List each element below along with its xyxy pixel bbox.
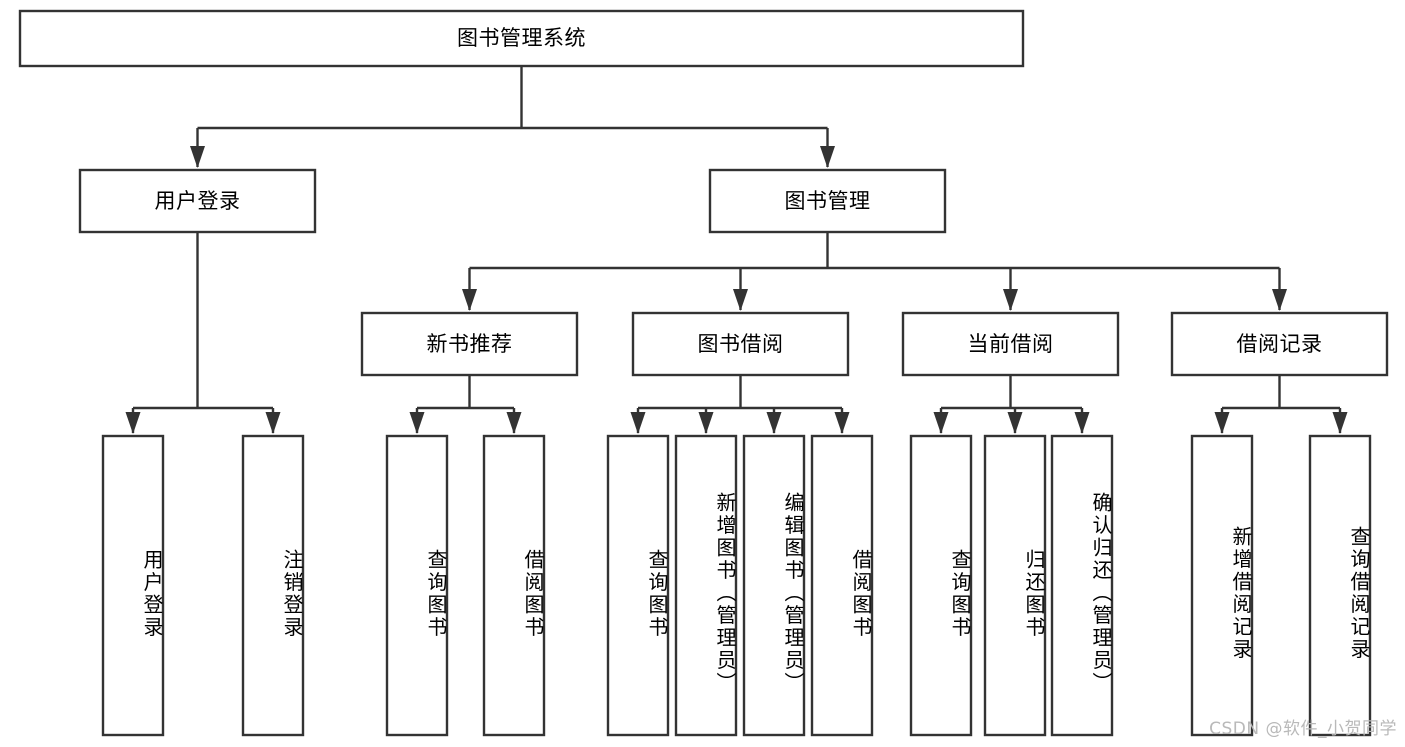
node-leaf-user-logout[interactable]: [243, 436, 303, 735]
node-box-leaf-br-query-record[interactable]: [1308, 434, 1372, 737]
node-box-current-borrow[interactable]: [901, 311, 1120, 377]
node-leaf-bb-borrow-book[interactable]: [812, 436, 872, 735]
edge-layer: [125, 66, 1348, 434]
edge-arrowhead: [834, 412, 850, 434]
edge-arrowhead: [698, 412, 714, 434]
edge-arrowhead: [125, 412, 141, 434]
node-book-borrow[interactable]: [633, 313, 848, 375]
node-box-leaf-bb-query-book[interactable]: [606, 434, 670, 737]
node-leaf-cb-confirm-return[interactable]: [1052, 436, 1112, 735]
node-leaf-rec-query-book[interactable]: [387, 436, 447, 735]
edge-arrowhead: [506, 412, 522, 434]
edge-arrowhead: [190, 146, 205, 168]
node-leaf-br-query-record[interactable]: [1310, 436, 1370, 735]
edge-arrowhead: [733, 289, 748, 311]
node-box-user-login[interactable]: [78, 168, 317, 234]
node-box-leaf-rec-query-book[interactable]: [385, 434, 449, 737]
node-leaf-rec-borrow-book[interactable]: [484, 436, 544, 735]
box-layer: [18, 9, 1389, 737]
watermark-text: CSDN @软件_小贺同学: [1209, 719, 1397, 739]
edge-arrowhead: [933, 412, 949, 434]
edge-arrowhead: [820, 146, 835, 168]
edge-arrowhead: [462, 289, 477, 311]
node-box-leaf-rec-borrow-book[interactable]: [482, 434, 546, 737]
node-box-borrow-record[interactable]: [1170, 311, 1389, 377]
node-box-book-borrow[interactable]: [631, 311, 850, 377]
node-box-leaf-user-logout[interactable]: [241, 434, 305, 737]
node-box-leaf-cb-query-book[interactable]: [909, 434, 973, 737]
node-box-leaf-cb-confirm-return[interactable]: [1050, 434, 1114, 737]
node-book-management[interactable]: [710, 170, 945, 232]
edge-arrowhead: [1332, 412, 1348, 434]
node-leaf-bb-add-book[interactable]: [676, 436, 736, 735]
node-box-leaf-bb-borrow-book[interactable]: [810, 434, 874, 737]
edge-arrowhead: [265, 412, 281, 434]
node-box-new-book-recommend[interactable]: [360, 311, 579, 377]
edge-arrowhead: [1003, 289, 1018, 311]
node-leaf-cb-return-book[interactable]: [985, 436, 1045, 735]
edge-arrowhead: [409, 412, 425, 434]
node-leaf-user-login[interactable]: [103, 436, 163, 735]
node-leaf-bb-edit-book[interactable]: [744, 436, 804, 735]
node-box-root[interactable]: [18, 9, 1025, 68]
node-box-book-management[interactable]: [708, 168, 947, 234]
edge-arrowhead: [1272, 289, 1287, 311]
node-leaf-bb-query-book[interactable]: [608, 436, 668, 735]
node-new-book-recommend[interactable]: [362, 313, 577, 375]
node-box-leaf-bb-add-book[interactable]: [674, 434, 738, 737]
edge-arrowhead: [766, 412, 782, 434]
node-box-leaf-user-login[interactable]: [101, 434, 165, 737]
node-current-borrow[interactable]: [903, 313, 1118, 375]
node-user-login[interactable]: [80, 170, 315, 232]
edge-arrowhead: [630, 412, 646, 434]
edge-arrowhead: [1007, 412, 1023, 434]
node-leaf-br-add-record[interactable]: [1192, 436, 1252, 735]
node-root[interactable]: [20, 11, 1023, 66]
node-box-leaf-cb-return-book[interactable]: [983, 434, 1047, 737]
node-box-leaf-br-add-record[interactable]: [1190, 434, 1254, 737]
edge-arrowhead: [1074, 412, 1090, 434]
node-borrow-record[interactable]: [1172, 313, 1387, 375]
edge-arrowhead: [1214, 412, 1230, 434]
node-leaf-cb-query-book[interactable]: [911, 436, 971, 735]
node-box-leaf-bb-edit-book[interactable]: [742, 434, 806, 737]
